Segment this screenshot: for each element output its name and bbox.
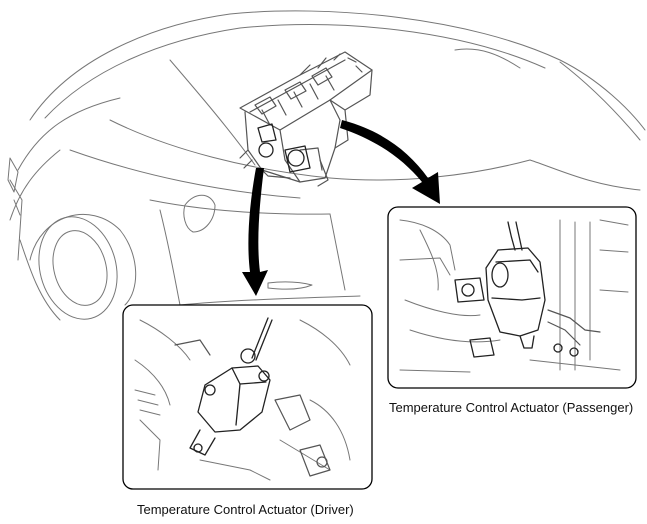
passenger-detail-box <box>387 206 637 389</box>
arrow-to-passenger <box>340 120 440 204</box>
callout-arrows <box>242 120 440 296</box>
driver-actuator-caption: Temperature Control Actuator (Driver) <box>137 502 354 517</box>
passenger-actuator-caption: Temperature Control Actuator (Passenger) <box>389 400 634 415</box>
hvac-unit <box>239 51 373 187</box>
arrow-to-driver <box>242 168 268 296</box>
driver-detail-box <box>122 304 373 490</box>
vehicle-outline <box>7 10 646 321</box>
